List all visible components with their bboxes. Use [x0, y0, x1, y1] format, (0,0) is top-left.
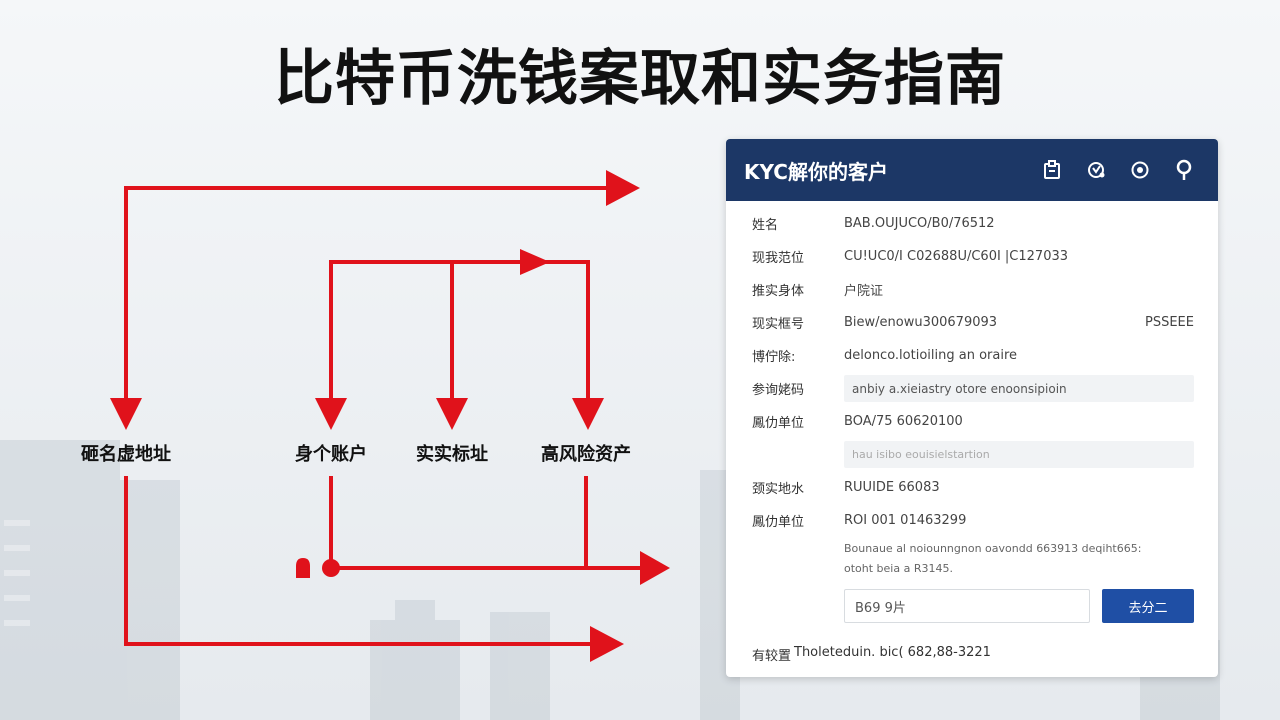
kyc-card-title: KYC解你的客户: [744, 159, 888, 184]
kyc-submit-button[interactable]: 去分二: [1102, 589, 1194, 623]
edge-top-right: [124, 186, 608, 407]
kyc-row-value-field[interactable]: anbiy a.xieiastry otore enoonsipioin: [844, 375, 1194, 402]
kyc-row-label: 推实身体: [752, 284, 805, 299]
kyc-row-label: 博佇除:: [752, 350, 796, 365]
kyc-row-value: 户院证: [844, 284, 884, 299]
kyc-row-account: 现实框号 Biew/enowu300679093 PSSEEE: [752, 306, 1194, 339]
kyc-row-label: 姓名: [752, 218, 779, 233]
kyc-row-value: Biew/enowu300679093: [844, 315, 998, 330]
kyc-row-value: delonco.lotioiling an oraire: [844, 348, 1018, 363]
arrow-head-down-anon: [110, 398, 142, 430]
arrow-head-bottom: [590, 626, 624, 662]
marker-icon: [296, 558, 310, 578]
page-title: 比特币洗钱案取和实务指南: [274, 44, 1006, 114]
kyc-row-label: 鳳仂单位: [752, 416, 805, 431]
kyc-footer-label: 有较置: [752, 649, 792, 664]
junction-dot: [322, 559, 340, 577]
arrow-head-bottom-mid: [640, 551, 670, 585]
arrow-head-down-real: [436, 398, 468, 430]
node-high-risk-asset: 高风险资产: [541, 443, 631, 465]
pin-icon[interactable]: [1172, 158, 1196, 182]
kyc-action-row: 去分二: [844, 589, 1194, 623]
arrow-head-down-asset: [572, 398, 604, 430]
kyc-row-identity: 推实身体 户院证: [752, 273, 1194, 306]
kyc-row-location: 颈实地水 RUUIDE 66083: [752, 471, 1194, 504]
node-anon-address: 砸名虚地址: [81, 443, 171, 465]
kyc-row-query: 参询姥码 anbiy a.xieiastry otore enoonsipioi…: [752, 372, 1194, 405]
bug-icon[interactable]: [1084, 158, 1108, 182]
kyc-note-line: Bounaue al noiounngnon oavondd 663913 de…: [844, 542, 1142, 555]
edge-inner-loop: [329, 260, 590, 407]
kyc-row-unit-2: 鳳仂单位 ROI 001 01463299: [752, 504, 1194, 537]
kyc-footer-value: Tholeteduin. bic( 682,88-3221: [794, 645, 991, 660]
kyc-card-body: 姓名 BAB.OUJUCO/B0/76512 现我范位 CU!UC0/I C02…: [726, 201, 1218, 664]
kyc-card-header: KYC解你的客户: [726, 139, 1218, 201]
kyc-row-name: 姓名 BAB.OUJUCO/B0/76512: [752, 207, 1194, 240]
kyc-row-placeholder: hau isibo eouisielstartion: [752, 438, 1194, 471]
kyc-row-extra: PSSEEE: [1145, 315, 1194, 330]
kyc-input[interactable]: [844, 589, 1090, 623]
kyc-row-value: RUUIDE 66083: [844, 480, 940, 495]
kyc-row-label: 鳳仂单位: [752, 515, 805, 530]
node-identity-account: 身个账户: [295, 443, 367, 465]
edge-anon-bottom: [124, 476, 592, 646]
kyc-row-description: 博佇除: delonco.lotioiling an oraire: [752, 339, 1194, 372]
edge-identity-bottom: [329, 476, 642, 570]
arrow-head-top-right: [606, 170, 640, 206]
kyc-row-label: 现我范位: [752, 251, 805, 266]
kyc-row-label: 现实框号: [752, 317, 805, 332]
node-real-address: 实实标址: [416, 443, 488, 465]
kyc-row-value: BAB.OUJUCO/B0/76512: [844, 216, 995, 231]
clipboard-icon[interactable]: [1040, 158, 1064, 182]
arrow-head-inner: [520, 249, 550, 275]
kyc-row-label: 参询姥码: [752, 383, 805, 398]
record-icon[interactable]: [1128, 158, 1152, 182]
kyc-row-position: 现我范位 CU!UC0/I C02688U/C60I |C127033: [752, 240, 1194, 273]
kyc-note-line: otoht beia a R3145.: [844, 562, 953, 575]
kyc-row-value-field[interactable]: hau isibo eouisielstartion: [844, 441, 1194, 468]
kyc-note: Bounaue al noiounngnon oavondd 663913 de…: [844, 539, 1194, 579]
kyc-footer: 有较置 Tholeteduin. bic( 682,88-3221: [752, 645, 1194, 664]
kyc-row-unit: 鳳仂单位 BOA/75 60620100: [752, 405, 1194, 438]
kyc-card: KYC解你的客户 姓名 BAB.OUJUCO/B0/76512 现我范位 CU!…: [726, 139, 1218, 677]
kyc-row-value: BOA/75 60620100: [844, 414, 963, 429]
arrow-head-down-identity: [315, 398, 347, 430]
kyc-row-value: CU!UC0/I C02688U/C60I |C127033: [844, 249, 1069, 264]
kyc-row-label: 颈实地水: [752, 482, 805, 497]
kyc-row-value: ROI 001 01463299: [844, 513, 967, 528]
